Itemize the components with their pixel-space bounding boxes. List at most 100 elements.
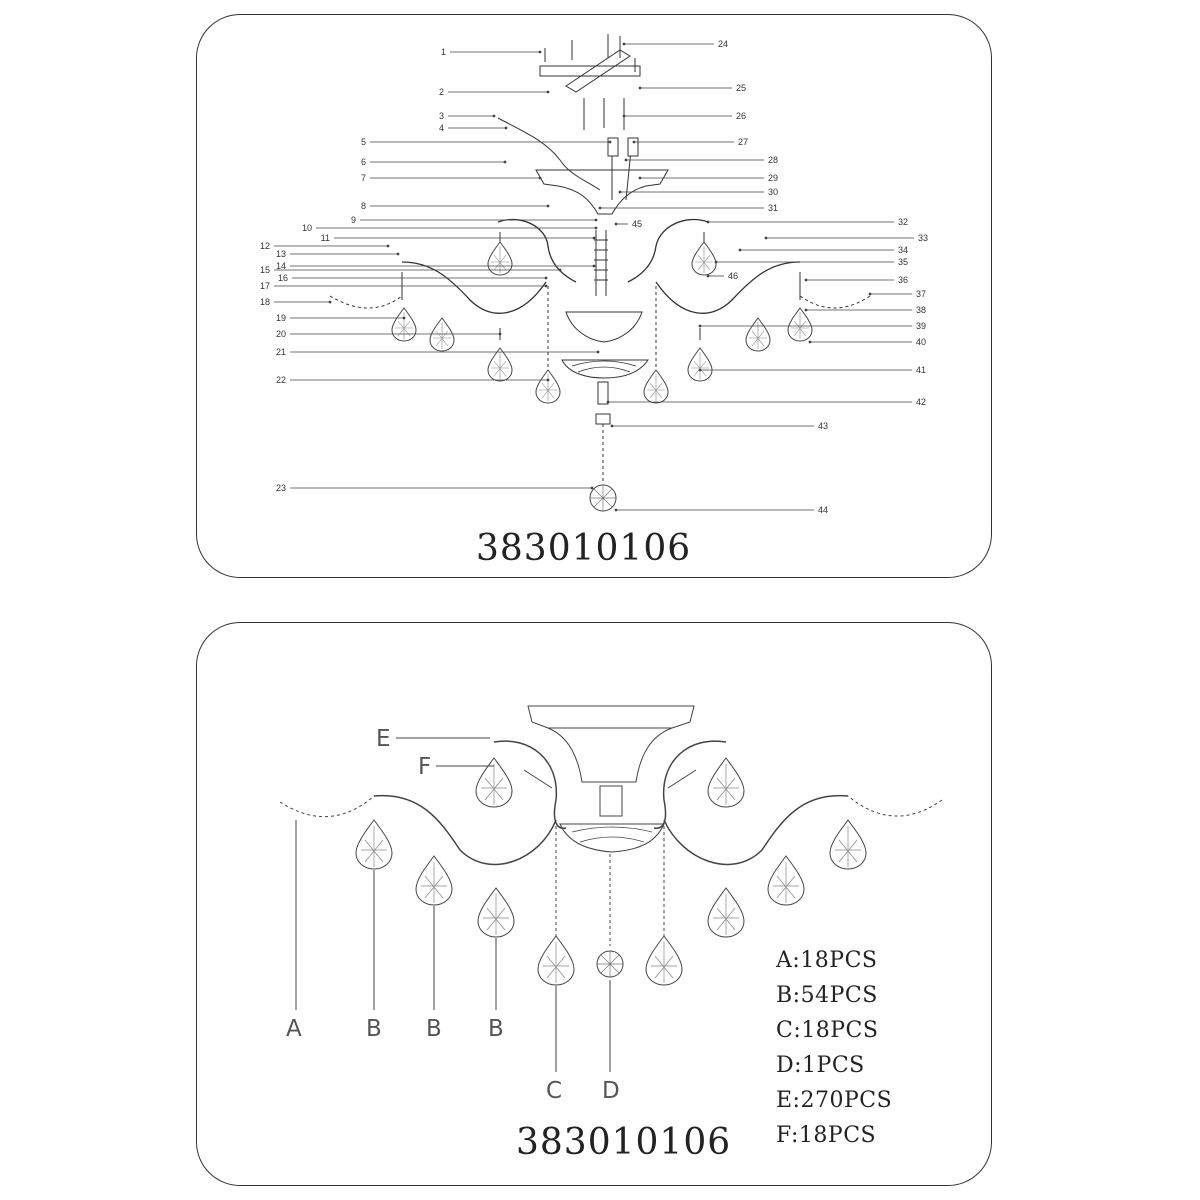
part-number-2: 2: [439, 87, 444, 97]
leader-dot-12: [386, 244, 390, 248]
quantity-E: E:270PCS: [776, 1088, 893, 1113]
leader-dot-19: [402, 316, 406, 320]
arm-right: [655, 261, 801, 314]
assembly-labels: E F A B B B C D: [286, 726, 620, 1104]
part-number-43: 43: [818, 421, 828, 431]
part-number-11: 11: [321, 233, 330, 243]
assembly-view: [279, 705, 943, 946]
leader-dot-20: [498, 332, 502, 336]
part-number-5: 5: [361, 137, 366, 147]
leader-dot-37: [868, 292, 872, 296]
leader-dot-24: [622, 42, 626, 46]
part-number-31: 31: [768, 203, 778, 213]
leader-dot-27: [632, 140, 636, 144]
leader-dot-34: [738, 248, 742, 252]
leader-dot-44: [614, 508, 618, 512]
part-number-28: 28: [768, 155, 778, 165]
leader-dot-31: [598, 206, 602, 210]
part-number-15: 15: [260, 265, 270, 275]
leader-dot-39: [698, 324, 702, 328]
center-rod: [595, 230, 607, 296]
part-number-45: 45: [632, 219, 642, 229]
part-number-32: 32: [898, 217, 908, 227]
leader-dot-43: [610, 424, 614, 428]
leader-dot-42: [606, 400, 610, 404]
part-number-22: 22: [276, 375, 286, 385]
label-B-3: B: [488, 1016, 504, 1042]
leader-dot-23: [590, 486, 594, 490]
part-number-3: 3: [439, 111, 444, 121]
mounting-plate: [539, 34, 641, 130]
leader-dot-25: [638, 86, 642, 90]
leader-dot-1: [538, 50, 542, 54]
part-number-7: 7: [361, 173, 366, 183]
leader-dot-32: [706, 220, 710, 224]
leader-dot-26: [622, 114, 626, 118]
part-number-36: 36: [898, 275, 908, 285]
arm-asm-inner-left: [493, 740, 567, 829]
part-number-38: 38: [916, 305, 926, 315]
leader-dot-9: [594, 218, 598, 222]
quantity-D: D:1PCS: [776, 1053, 865, 1078]
part-number-35: 35: [898, 257, 908, 267]
part-number-30: 30: [768, 187, 778, 197]
leader-dot-21: [596, 350, 600, 354]
leader-dot-5: [608, 140, 612, 144]
part-number-29: 29: [768, 173, 778, 183]
glass-dish-assembled: [559, 823, 665, 853]
leader-dot-7: [538, 176, 542, 180]
arm-inner-right: [627, 218, 709, 283]
part-number-1: 1: [441, 47, 446, 57]
part-number-41: 41: [916, 365, 926, 375]
leader-dot-35: [714, 260, 718, 264]
leader-dot-38: [804, 308, 808, 312]
arm-asm-inner-right: [653, 740, 727, 829]
leader-dot-22: [546, 378, 550, 382]
part-number-6: 6: [361, 157, 366, 167]
label-B-1: B: [366, 1016, 382, 1042]
part-number-19: 19: [276, 313, 286, 323]
label-B-2: B: [426, 1016, 442, 1042]
exploded-view-panel: [196, 14, 992, 578]
leader-dot-18: [328, 300, 332, 304]
leader-dot-45: [614, 222, 618, 226]
canopy: [535, 169, 669, 215]
leader-dot-8: [546, 204, 550, 208]
part-number-4: 4: [439, 123, 444, 133]
part-number-46: 46: [728, 271, 738, 281]
quantity-A: A:18PCS: [776, 948, 878, 973]
part-labels-right: 2425262728293031323334353637383940414243…: [598, 39, 928, 515]
quantity-C: C:18PCS: [776, 1018, 879, 1043]
arm-inner-left: [497, 218, 577, 283]
part-number-17: 17: [260, 281, 270, 291]
quantity-B: B:54PCS: [776, 983, 878, 1008]
leader-dot-29: [638, 176, 642, 180]
part-number-34: 34: [898, 245, 908, 255]
leader-dot-17: [544, 284, 548, 288]
glass-dish: [561, 359, 649, 379]
part-number-26: 26: [736, 111, 746, 121]
part-number-24: 24: [718, 39, 728, 49]
leader-dot-4: [504, 126, 508, 130]
leader-dot-11: [592, 236, 596, 240]
leader-dot-3: [492, 114, 496, 118]
leader-dot-41: [698, 368, 702, 372]
leader-dot-13: [396, 252, 400, 256]
lower-bowl: [565, 311, 643, 343]
leader-dot-30: [618, 190, 622, 194]
part-number-25: 25: [736, 83, 746, 93]
assembly-leaders: [295, 737, 611, 1072]
leader-dot-15: [558, 268, 562, 272]
part-number-42: 42: [916, 397, 926, 407]
part-number-40: 40: [916, 337, 926, 347]
leader-dot-14: [592, 264, 596, 268]
leader-dot-36: [804, 278, 808, 282]
label-D: D: [602, 1078, 620, 1104]
part-number-8: 8: [361, 201, 366, 211]
part-number-14: 14: [276, 261, 286, 271]
exploded-view: [329, 34, 871, 512]
part-number-13: 13: [276, 249, 286, 259]
label-E: E: [376, 726, 391, 752]
